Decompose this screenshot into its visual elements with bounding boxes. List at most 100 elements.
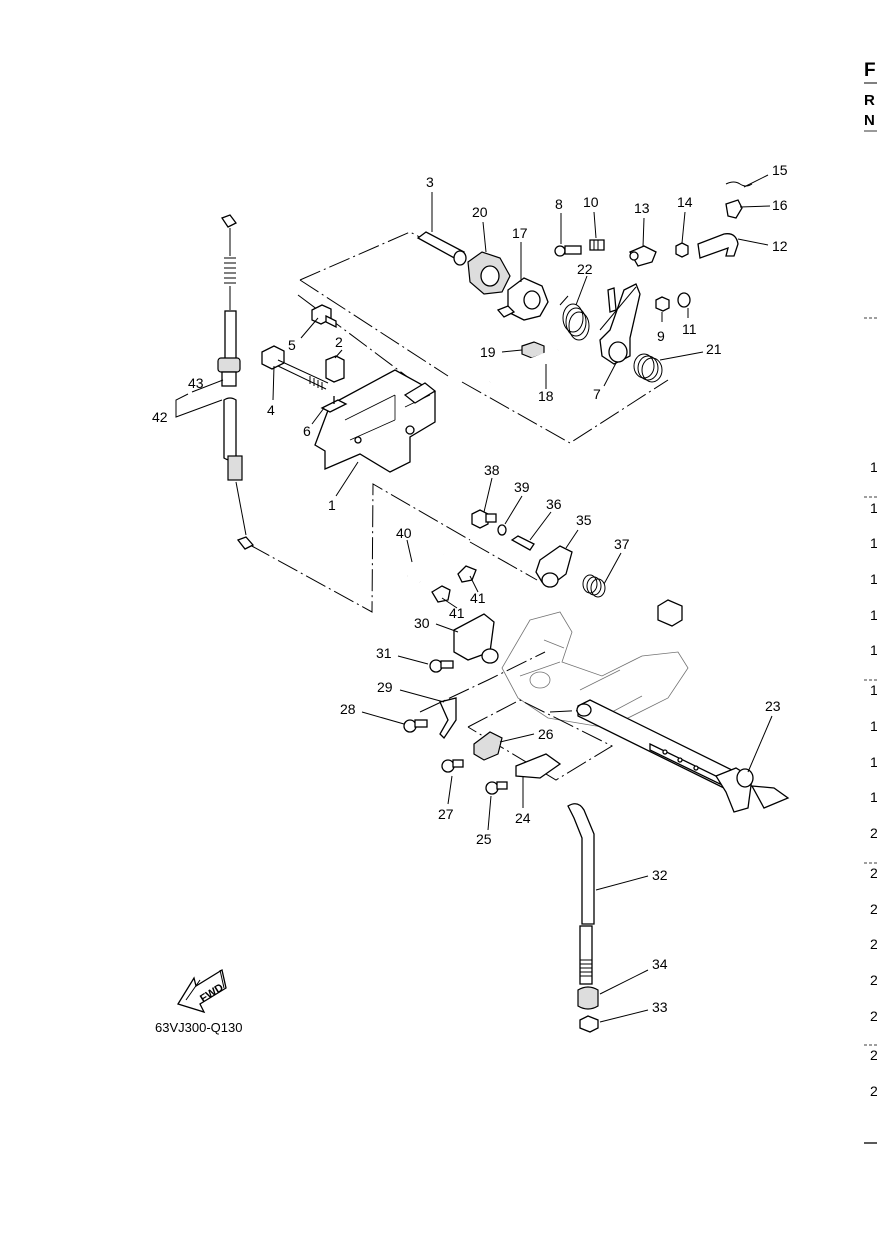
callout-label: 37 <box>614 536 630 552</box>
part-35-lever <box>535 545 573 588</box>
part-1-bracket <box>314 369 437 473</box>
callout-label: 12 <box>772 238 788 254</box>
callout-label: 25 <box>476 831 492 847</box>
part-25-screw <box>485 781 508 795</box>
part-18-rod <box>489 348 559 384</box>
part-8-screw <box>554 245 582 257</box>
part-10-spring <box>589 239 605 251</box>
cable-end-cap <box>236 536 255 550</box>
callout-label: 8 <box>555 196 563 212</box>
callouts: 1 2 3 4 5 6 7 8 9 10 11 12 13 14 15 16 1… <box>152 162 788 1015</box>
part-36-pin <box>510 535 535 551</box>
assembly-outline <box>299 231 461 281</box>
bracket-body <box>314 369 436 473</box>
part-17-lever <box>496 277 549 321</box>
cable-adjuster <box>227 455 243 481</box>
callout-label: 26 <box>538 726 554 742</box>
callout-label: 28 <box>340 701 356 717</box>
edge-number: 1 <box>870 535 877 551</box>
callout-label: 18 <box>538 388 554 404</box>
callout-label: 34 <box>652 956 668 972</box>
callout-label: 29 <box>377 679 393 695</box>
edge-number: 2 <box>870 1047 877 1063</box>
edge-number: 2 <box>870 972 877 988</box>
part-37-spring <box>582 574 606 598</box>
callout-label: 7 <box>593 386 601 402</box>
part-33-nut <box>579 1015 599 1033</box>
part-15-wire <box>725 181 753 187</box>
edge-number: 2 <box>870 936 877 952</box>
edge-number: 1 <box>870 642 877 658</box>
part-38-bolt <box>471 509 497 529</box>
cable-joint <box>217 357 241 373</box>
edge-number: 2 <box>870 901 877 917</box>
cable-end-cap <box>221 214 237 228</box>
part-21-spring <box>633 353 663 383</box>
callout-label: 30 <box>414 615 430 631</box>
bracket-tab <box>403 382 437 404</box>
ghost-housing <box>501 611 689 729</box>
part-31-screw <box>429 659 454 673</box>
callout-label: 36 <box>546 496 562 512</box>
edge-letter-r: R <box>864 92 875 109</box>
edge-number: 1 <box>870 789 877 805</box>
part-30-bracket <box>453 613 499 664</box>
part-16-clip <box>725 199 743 219</box>
part-27-screw <box>441 759 464 773</box>
part-22-spring <box>559 295 590 341</box>
leader-lines <box>175 174 773 1023</box>
callout-label: 9 <box>657 328 665 344</box>
fwd-arrow-icon: FWD <box>177 968 227 1014</box>
edge-number: 1 <box>870 682 877 698</box>
edge-number: 1 <box>870 718 877 734</box>
callout-label: 1 <box>328 497 336 513</box>
edge-letter-n: N <box>864 112 875 129</box>
callout-label: 15 <box>772 162 788 178</box>
cable-sleeve <box>223 397 237 461</box>
callout-label: 11 <box>682 321 697 337</box>
part-11-collar <box>677 292 691 308</box>
edge-number: 1 <box>870 459 877 475</box>
callout-label: 24 <box>515 810 531 826</box>
edge-letter-f: F <box>864 60 876 81</box>
callout-label: 5 <box>288 337 296 353</box>
assembly-outline <box>299 279 449 377</box>
callout-label: 35 <box>576 512 592 528</box>
part-24-bracket <box>515 753 562 779</box>
callout-label: 31 <box>376 645 392 661</box>
callout-label: 2 <box>335 334 343 350</box>
callout-label: 41 <box>449 605 465 621</box>
assembly-outline <box>469 541 538 581</box>
callout-label: 6 <box>303 423 311 439</box>
callout-label: 13 <box>634 200 650 216</box>
callout-label: 4 <box>267 402 275 418</box>
edge-number: 1 <box>870 500 877 516</box>
throttle-cable <box>217 214 255 550</box>
part-3-collar <box>416 231 467 266</box>
callout-label: 43 <box>188 375 204 391</box>
callout-label: 27 <box>438 806 454 822</box>
edge-number: 1 <box>870 754 877 770</box>
edge-number: 2 <box>870 1008 877 1024</box>
callout-label: 17 <box>512 225 528 241</box>
part-32-shift-rod <box>567 803 595 985</box>
callout-label: 3 <box>426 174 434 190</box>
callout-label: 16 <box>772 197 788 213</box>
part-7-lever <box>599 283 641 365</box>
part-29-plate <box>439 697 457 740</box>
part-4-long-bolt <box>261 345 329 390</box>
part-34-sleeve <box>577 986 599 1010</box>
part-5-bolt <box>311 304 337 329</box>
cable-joint <box>221 371 237 387</box>
part-9-nut <box>655 296 670 312</box>
part-26-block <box>473 731 503 761</box>
part-20-cam <box>467 251 511 295</box>
part-23-shift-shaft <box>576 599 790 813</box>
assembly-outline <box>419 651 546 713</box>
part-13-joint <box>629 245 657 267</box>
callout-label: 42 <box>152 409 168 425</box>
part-14-nut <box>675 242 689 258</box>
cable-wire <box>235 481 247 536</box>
edge-number: 1 <box>870 571 877 587</box>
